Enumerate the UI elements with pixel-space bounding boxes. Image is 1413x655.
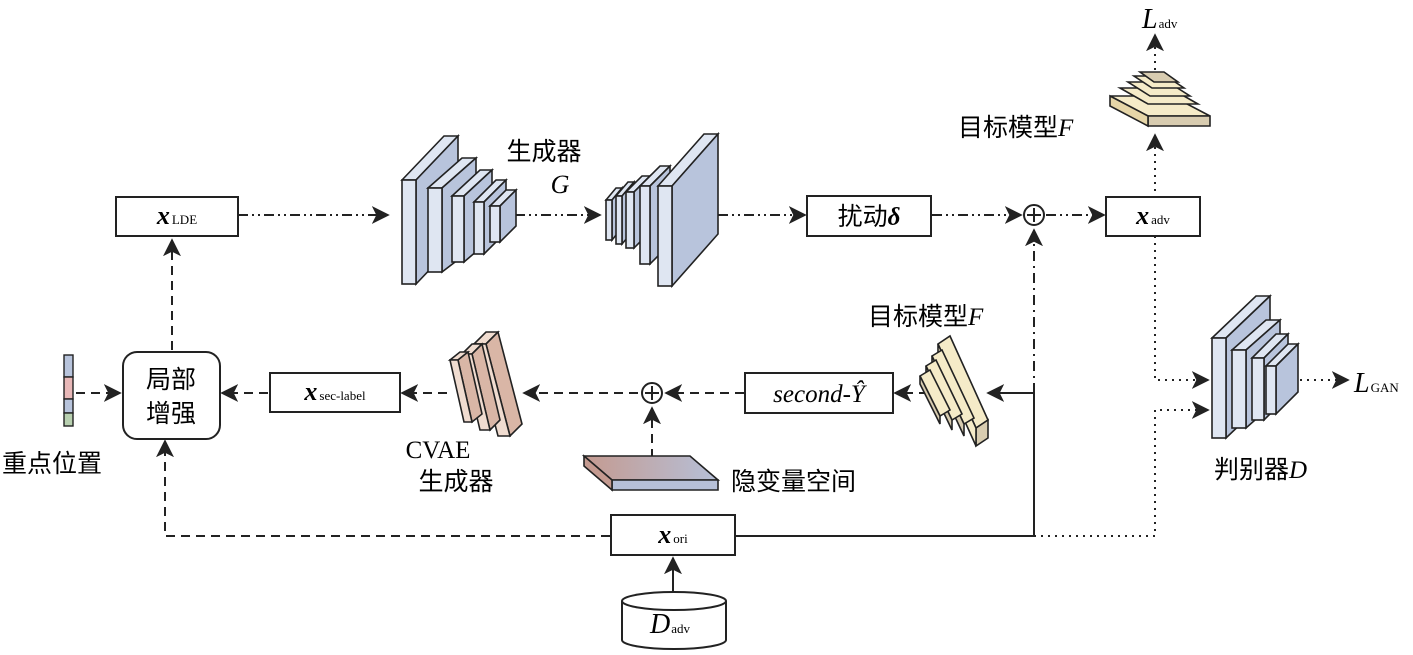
lgan-label: LGAN xyxy=(1353,368,1399,399)
plus-top-node xyxy=(1023,204,1045,226)
xadv-sub: adv xyxy=(1151,212,1170,227)
local-enhance-node: 局部 增强 xyxy=(122,351,221,440)
plus-mid-node xyxy=(641,382,663,404)
discriminator-label: 判别器D xyxy=(1214,455,1307,484)
key-position-label: 重点位置 xyxy=(2,449,102,478)
svg-text:扰动δ: 扰动δ xyxy=(838,202,901,231)
xsec-var: x xyxy=(303,377,317,406)
discriminator-blocks xyxy=(1210,294,1300,440)
ladv-var: L xyxy=(1141,4,1158,35)
xadv-var: x xyxy=(1135,201,1149,230)
cvae-label-line1: CVAE xyxy=(406,437,471,464)
svg-text:Dadv: Dadv xyxy=(649,609,691,640)
xori-sub: ori xyxy=(673,531,688,546)
cvae-label-line2: 生成器 xyxy=(418,467,493,496)
arrow-xori-to-local xyxy=(156,439,610,537)
xlde-var: x xyxy=(156,201,170,230)
ladv-label: Ladv xyxy=(1141,4,1178,35)
lgan-var: L xyxy=(1353,368,1370,399)
target-mid-label: 目标模型F xyxy=(868,302,984,331)
generator-label-line1: 生成器 xyxy=(506,137,581,166)
generator-encoder-blocks xyxy=(400,134,518,286)
arrow-xori-to-discriminator xyxy=(1034,401,1210,537)
dadv-sub: adv xyxy=(671,621,690,636)
local-line2: 增强 xyxy=(146,399,196,428)
target-mid-text: 目标模型 xyxy=(868,302,968,331)
cvae-generator-blocks xyxy=(447,330,523,438)
perturb-node: 扰动δ xyxy=(806,195,932,237)
disc-text: 判别器 xyxy=(1214,455,1289,484)
latent-space-slab xyxy=(581,454,721,492)
dadv-database: Dadv xyxy=(621,591,727,650)
target-top-label: 目标模型F xyxy=(958,113,1074,142)
local-line1: 局部 xyxy=(146,365,196,394)
generator-decoder-blocks xyxy=(604,131,720,289)
lgan-sub: GAN xyxy=(1371,380,1400,395)
xsec-sub: sec-label xyxy=(319,388,366,403)
ladv-sub: adv xyxy=(1159,16,1178,31)
xori-var: x xyxy=(657,520,671,549)
arrow-xori-to-target-mid xyxy=(736,384,1035,537)
latent-label: 隐变量空间 xyxy=(731,467,856,496)
dadv-var: D xyxy=(649,609,670,640)
target-model-top-pyramid xyxy=(1109,71,1211,128)
key-position-bar xyxy=(63,354,74,427)
perturb-text: 扰动 xyxy=(838,202,888,231)
generator-label-line2: G xyxy=(551,170,570,199)
target-mid-symbol: F xyxy=(967,304,984,331)
target-top-text: 目标模型 xyxy=(958,113,1058,142)
disc-symbol: D xyxy=(1288,457,1307,484)
perturb-symbol: δ xyxy=(888,204,901,231)
secondy-text: second-Ŷ xyxy=(773,380,868,408)
target-top-symbol: F xyxy=(1057,115,1074,142)
xlde-sub: LDE xyxy=(172,212,197,227)
target-model-mid-blocks xyxy=(918,334,990,448)
secondy-node: second-Ŷ xyxy=(744,372,894,414)
arrow-xadv-to-discriminator xyxy=(1154,236,1210,389)
